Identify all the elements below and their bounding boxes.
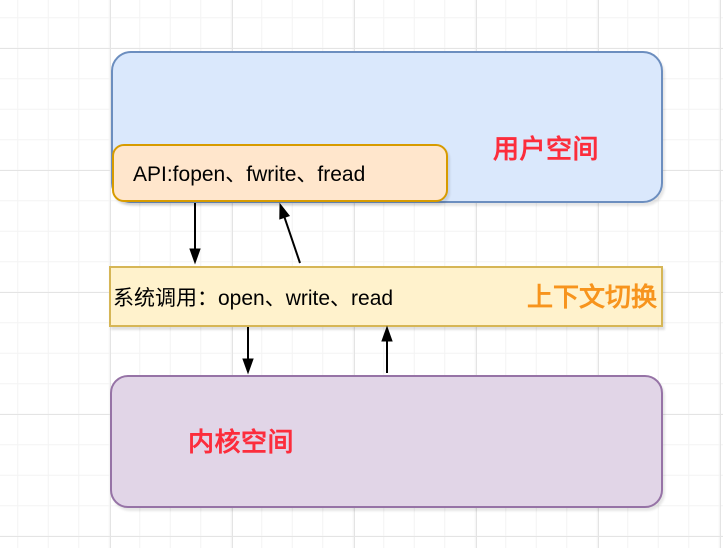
user-space-label: 用户空间 <box>493 134 600 164</box>
arrow-api-to-syscall[interactable] <box>189 203 201 265</box>
api-box[interactable]: API:fopen、fwrite、fread <box>112 144 448 202</box>
kernel-space-box[interactable]: 内核空间 <box>110 375 663 508</box>
syscall-bar[interactable]: 系统调用：open、write、read 上下文切换 <box>109 266 663 327</box>
api-box-label: API:fopen、fwrite、fread <box>133 163 366 186</box>
context-switch-label: 上下文切换 <box>526 281 657 312</box>
kernel-space-label: 内核空间 <box>188 427 295 457</box>
arrow-kernel-to-syscall[interactable] <box>381 325 393 373</box>
syscall-bar-label: 系统调用：open、write、read <box>113 286 394 310</box>
arrow-syscall-to-kernel[interactable] <box>242 327 254 375</box>
arrow-syscall-to-api[interactable] <box>279 202 301 264</box>
